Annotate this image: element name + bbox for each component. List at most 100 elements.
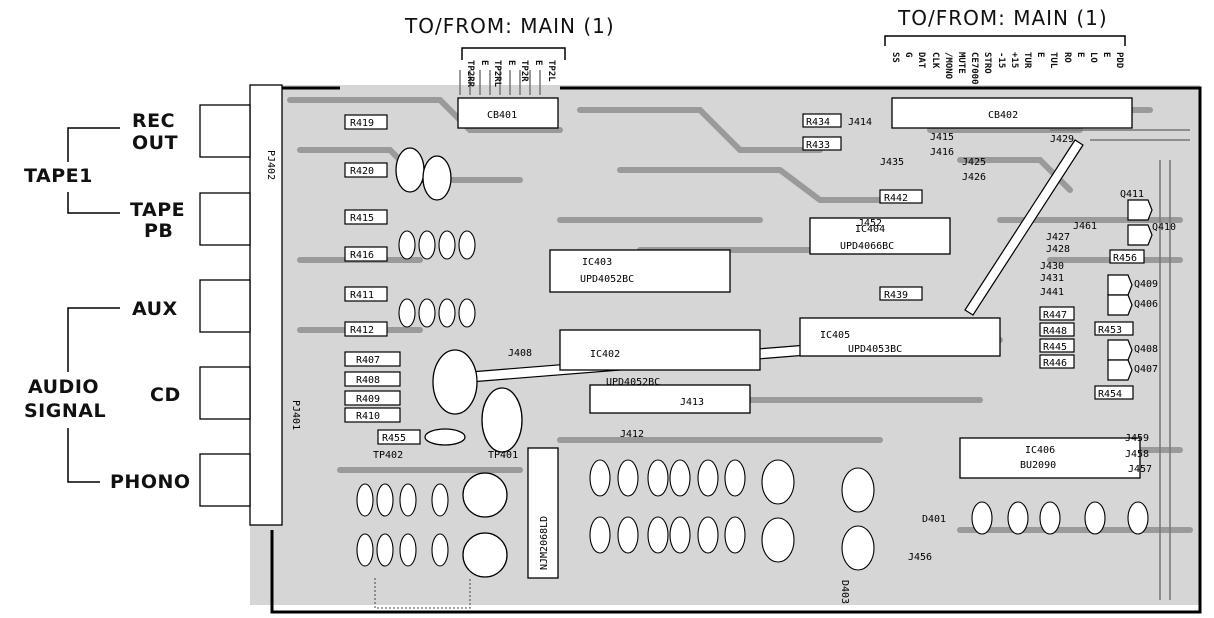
left-resistor-r408-7: R408	[356, 375, 380, 386]
header-right: TO/FROM: MAIN (1)	[898, 6, 1108, 30]
jumper-j415-1: J415	[930, 132, 954, 143]
tp401-label: TP401	[488, 450, 518, 461]
left-resistor-r419-0: R419	[350, 118, 374, 129]
audio-signal-label-1: AUDIO	[28, 376, 100, 398]
cb401-pin-6: TP2L	[546, 60, 556, 82]
jumper-j414-0: J414	[848, 117, 872, 128]
right-resistor-r447-5: R447	[1043, 310, 1067, 321]
left-capacitors	[395, 147, 523, 578]
cb401-pin-2: TP2RL	[492, 60, 502, 88]
cb401-pin-5: E	[532, 60, 543, 66]
cb402-pin-8: -15	[995, 52, 1006, 69]
left-resistor-r455-10: R455	[382, 433, 406, 444]
ic404-part: UPD4066BC	[840, 241, 894, 252]
tape-pb-label-1: TAPE	[130, 199, 186, 221]
lower-mid-parts	[589, 459, 875, 571]
transistors	[1107, 199, 1153, 381]
ic402-part: UPD4052BC	[606, 377, 660, 388]
cb402-pin-10: TUR	[1022, 52, 1032, 69]
jumper-j412-14: J412	[620, 429, 644, 440]
left-resistor-r407-6: R407	[356, 355, 380, 366]
jumper-j408-16: J408	[508, 348, 532, 359]
right-resistor-r456-4: R456	[1113, 253, 1137, 264]
transistor-q410-1: Q410	[1152, 222, 1176, 233]
jumper-j458-18: J458	[1125, 449, 1149, 460]
cb402-label: CB402	[988, 110, 1018, 121]
ref-labels: CB401 CB402 IC403 UPD4052BC IC404 UPD406…	[487, 110, 1056, 471]
rec-out-label-2: OUT	[132, 132, 179, 154]
right-resistor-labels: R434R433R442R439R456R447R448R445R446R453…	[806, 117, 1137, 400]
jumper-j416-2: J416	[930, 147, 954, 158]
header-bracket-right	[884, 35, 1126, 46]
cb402-pin-5: MUTE	[956, 52, 966, 74]
cb402-pin-2: DAT	[916, 52, 927, 69]
cb402-pin-13: RO	[1061, 52, 1072, 63]
cb402-pin-1: G	[903, 52, 914, 58]
pj402-label: PJ402	[265, 150, 276, 180]
tp402-label: TP402	[373, 450, 403, 461]
aux-label: AUX	[132, 298, 178, 320]
jack-panel	[199, 84, 283, 526]
jumper-j441-13: J441	[1040, 287, 1064, 298]
dashed-outline	[374, 578, 471, 609]
cd-label: CD	[150, 384, 181, 406]
d401-label: D401	[922, 514, 946, 525]
jumper-j426-5: J426	[962, 172, 986, 183]
left-resistor-r415-2: R415	[350, 213, 374, 224]
tape-pb-label-2: PB	[144, 220, 174, 242]
jumper-j435-3: J435	[880, 157, 904, 168]
cb401-label: CB401	[487, 110, 517, 121]
transistor-q407-5: Q407	[1134, 364, 1158, 375]
cb402-pin-11: E	[1035, 52, 1046, 58]
cb401-pin-1: E	[478, 60, 489, 66]
left-resistor-r409-8: R409	[356, 394, 380, 405]
right-resistor-r434-0: R434	[806, 117, 830, 128]
cb402-pin-7: STRO	[982, 52, 993, 74]
jumper-j428-10: J428	[1046, 244, 1070, 255]
jumper-j430-11: J430	[1040, 261, 1064, 272]
transistor-q406-3: Q406	[1134, 299, 1158, 310]
pj401-label: PJ401	[290, 400, 301, 430]
jumper-j427-9: J427	[1046, 232, 1070, 243]
right-resistor-r442-2: R442	[884, 193, 908, 204]
right-resistor-r445-7: R445	[1043, 342, 1067, 353]
left-resistor-labels: R419R420R415R416R411R412R407R408R409R410…	[350, 118, 406, 444]
transistor-q409-2: Q409	[1134, 279, 1158, 290]
cb402-pin-6: CE7000	[969, 52, 980, 85]
bottom-right-parts	[971, 501, 1149, 535]
cb402-pin-12: TUL	[1048, 52, 1059, 69]
jumper-j461-8: J461	[1073, 221, 1097, 232]
cb402-pin-17: PDD	[1114, 52, 1125, 69]
left-resistor-r412-5: R412	[350, 325, 374, 336]
ic403-part: UPD4052BC	[580, 274, 634, 285]
left-resistors	[344, 114, 421, 445]
cb402-pin-14: E	[1074, 52, 1085, 58]
left-resistor-r416-3: R416	[350, 250, 374, 261]
right-resistors	[802, 113, 1145, 400]
tape1-label: TAPE1	[24, 165, 93, 187]
ic404-ref: IC404	[855, 224, 885, 235]
right-resistor-r439-3: R439	[884, 290, 908, 301]
ic403-ref: IC403	[582, 257, 612, 268]
cb402-pin-4: /MONO	[942, 52, 953, 80]
phono-label: PHONO	[110, 471, 191, 493]
cb402-pin-9: +15	[1008, 52, 1019, 69]
header-bracket-left	[461, 47, 566, 60]
jumper-j457-19: J457	[1128, 464, 1152, 475]
jumper-j459-17: J459	[1125, 433, 1149, 444]
left-resistor-r410-9: R410	[356, 411, 380, 422]
ic402-ref: IC402	[590, 349, 620, 360]
ic-bodies	[527, 217, 1141, 579]
right-resistor-r453-9: R453	[1098, 325, 1122, 336]
cb402-pin-15: LO	[1088, 52, 1098, 63]
cb402-pin-3: CLK	[929, 52, 940, 69]
transistor-q408-4: Q408	[1134, 344, 1158, 355]
ic406-ref: IC406	[1025, 445, 1055, 456]
thin-traces	[459, 70, 1190, 600]
audio-signal-label-2: SIGNAL	[24, 400, 107, 422]
rec-out-label-1: REC	[132, 110, 176, 132]
ic405-ref: IC405	[820, 330, 850, 341]
jumper-j413-15: J413	[680, 397, 704, 408]
